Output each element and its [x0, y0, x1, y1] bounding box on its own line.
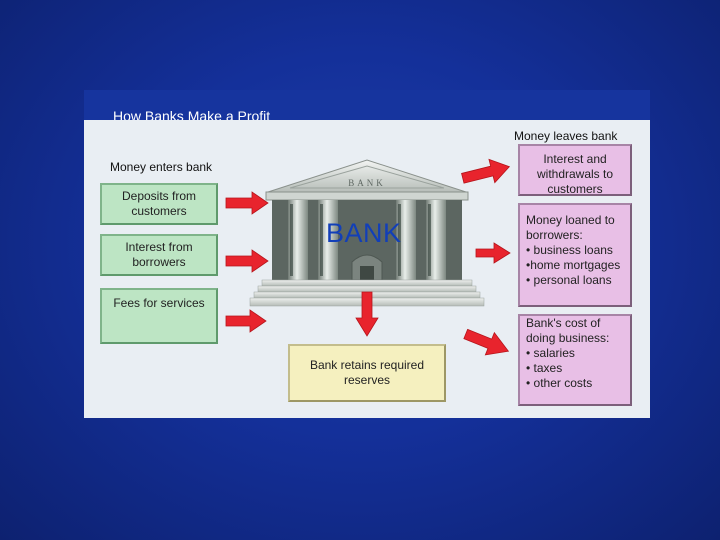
loans-item: • business loans [526, 243, 613, 257]
inflow-box-fees: Fees for services [100, 288, 218, 344]
arrow-fees-in [225, 309, 267, 333]
money-leaves-heading: Money leaves bank [514, 129, 618, 143]
inflow-box-deposits: Deposits from customers [100, 183, 218, 225]
costs-list: Bank's cost of doing business: • salarie… [526, 316, 624, 391]
money-enters-heading: Money enters bank [110, 160, 213, 174]
arrow-to-interest-out [461, 158, 511, 184]
diagram-title: How Banks Make a Profit [113, 108, 271, 120]
arrow-deposits-in [225, 191, 269, 215]
reserves-box: Bank retains required reserves [288, 344, 446, 402]
bank-label: BANK [326, 218, 402, 248]
bank-columns [288, 200, 446, 280]
outflow-text: Interest and withdrawals to customers [536, 152, 614, 196]
costs-item: • salaries [526, 346, 575, 360]
outflow-box-loans: Money loaned to borrowers: • business lo… [518, 203, 632, 307]
costs-item: • taxes [526, 361, 563, 375]
arrow-to-reserves [355, 291, 379, 337]
outflow-box-costs: Bank's cost of doing business: • salarie… [518, 314, 632, 406]
bank-door [351, 254, 383, 281]
inflow-box-interest: Interest from borrowers [100, 234, 218, 276]
inflow-text: Fees for services [113, 296, 205, 310]
reserves-text: Bank retains required reserves [309, 358, 425, 387]
loans-item: •home mortgages [526, 258, 621, 272]
title-bar: How Banks Make a Profit [84, 90, 650, 120]
costs-intro: Bank's cost of doing business: [526, 316, 610, 345]
arrow-interest-in [225, 249, 269, 273]
loans-item: • personal loans [526, 273, 612, 287]
outflow-box-interest: Interest and withdrawals to customers [518, 144, 632, 196]
bank-pediment-text: BANK [348, 178, 386, 188]
arrow-to-costs-out [463, 328, 510, 356]
arrow-to-loans-out [475, 242, 511, 264]
loans-list: Money loaned to borrowers: • business lo… [526, 213, 624, 288]
costs-item: • other costs [526, 376, 593, 390]
inflow-text: Deposits from customers [121, 189, 197, 218]
inflow-text: Interest from borrowers [125, 240, 193, 269]
loans-intro: Money loaned to borrowers: [526, 213, 615, 242]
